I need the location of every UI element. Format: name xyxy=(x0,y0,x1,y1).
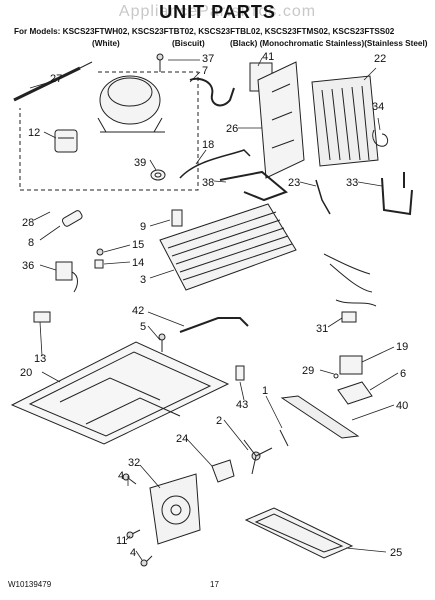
document-number: W10139479 xyxy=(8,580,52,589)
callout-40: 40 xyxy=(396,400,408,412)
callout-26: 26 xyxy=(226,123,238,135)
callout-32: 32 xyxy=(128,457,140,469)
part-40-strip xyxy=(280,395,360,439)
callout-24: 24 xyxy=(176,433,188,445)
callout-4-bottom: 4 xyxy=(130,547,136,559)
callout-7: 7 xyxy=(202,65,208,77)
part-12-relay xyxy=(54,129,78,153)
callout-14: 14 xyxy=(132,257,144,269)
callout-4-top: 4 xyxy=(118,470,124,482)
callout-38: 38 xyxy=(202,177,214,189)
part-20-base xyxy=(10,341,230,445)
callout-1: 1 xyxy=(262,385,268,397)
callout-28: 28 xyxy=(22,217,34,229)
part-31-harness xyxy=(323,253,377,307)
callout-25: 25 xyxy=(390,547,402,559)
callout-5: 5 xyxy=(140,321,146,333)
callout-43: 43 xyxy=(236,399,248,411)
callout-41: 41 xyxy=(262,51,274,63)
part-13-pad xyxy=(33,311,51,323)
part-39-grommet xyxy=(150,169,166,181)
part-33-tube xyxy=(381,177,413,216)
callout-18: 18 xyxy=(202,139,214,151)
callout-8: 8 xyxy=(28,237,34,249)
part-18-tube xyxy=(179,149,251,179)
callout-33: 33 xyxy=(346,177,358,189)
part-26-shroud xyxy=(257,61,305,179)
part-9-bracket xyxy=(171,209,183,227)
callout-39: 39 xyxy=(134,157,146,169)
callout-42: 42 xyxy=(132,305,144,317)
part-19-control xyxy=(339,355,363,375)
callout-37: 37 xyxy=(202,53,214,65)
callout-11: 11 xyxy=(116,535,127,547)
callout-20: 20 xyxy=(20,367,32,379)
callout-23: 23 xyxy=(288,177,300,189)
part-42-harness xyxy=(179,317,249,333)
models-label: For Models: KSCS23FTWH02, KSCS23FTBT02, … xyxy=(14,27,395,36)
variant-biscuit: (Biscuit) xyxy=(172,39,205,48)
callout-12: 12 xyxy=(28,127,40,139)
variant-white: (White) xyxy=(92,39,120,48)
callout-9: 9 xyxy=(140,221,146,233)
part-25-drain-pan xyxy=(244,507,354,559)
part-compressor xyxy=(99,75,161,125)
page-number: 17 xyxy=(210,580,219,589)
callout-29: 29 xyxy=(302,365,314,377)
variant-others: (Black) (Monochromatic Stainless)(Stainl… xyxy=(230,39,428,48)
compressor-group-box xyxy=(19,71,199,191)
watermark: AppliancePartsPros.com xyxy=(118,3,317,20)
part-34-clip xyxy=(372,129,389,147)
part-7-tube xyxy=(189,77,235,107)
callout-6: 6 xyxy=(400,368,406,380)
part-24-motor xyxy=(211,459,235,483)
part-43-fitting xyxy=(235,365,245,381)
callout-22: 22 xyxy=(374,53,386,65)
callout-34: 34 xyxy=(372,101,384,113)
part-6-box xyxy=(337,381,373,405)
callout-31: 31 xyxy=(316,323,328,335)
callout-3: 3 xyxy=(140,274,146,286)
part-27-drier xyxy=(13,66,81,102)
callout-19: 19 xyxy=(396,341,408,353)
part-23-wire xyxy=(315,179,331,215)
callout-36: 36 xyxy=(22,260,34,272)
callout-15: 15 xyxy=(132,239,144,251)
part-32-fan-bracket xyxy=(149,473,201,545)
part-36-relay xyxy=(55,261,73,281)
part-8-cap xyxy=(61,210,83,227)
part-38-tube xyxy=(219,170,288,202)
callout-13: 13 xyxy=(34,353,46,365)
callout-27: 27 xyxy=(50,73,62,85)
callout-2: 2 xyxy=(216,415,222,427)
page-title: UNIT PARTS xyxy=(159,2,276,22)
